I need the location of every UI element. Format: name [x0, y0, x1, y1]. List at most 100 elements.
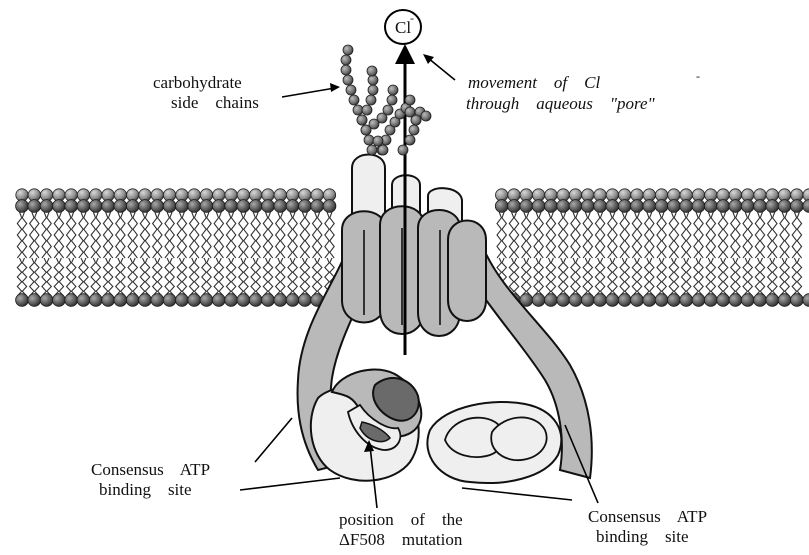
lipid-tail — [694, 258, 698, 296]
lipid-tail — [268, 212, 272, 258]
lipid-head — [778, 294, 791, 307]
lipid-tail — [239, 212, 243, 258]
lipid-tail — [768, 212, 772, 258]
lipid-head — [249, 294, 262, 307]
lipid-tail — [54, 258, 58, 296]
lipid-tail — [723, 212, 727, 258]
lipid-tail — [96, 258, 100, 296]
lipid-head — [729, 200, 742, 213]
lipid-head — [766, 200, 779, 213]
lipid-tail — [645, 212, 649, 258]
lipid-tail — [780, 258, 784, 296]
sugar-bead — [341, 65, 351, 75]
lipid-tail — [657, 258, 661, 296]
lipid-head — [274, 200, 287, 213]
lipid-tail — [780, 212, 784, 258]
ion-charge: - — [410, 11, 414, 25]
sugar-bead — [368, 85, 378, 95]
lipid-head — [16, 294, 29, 307]
lipid-tail — [657, 212, 661, 258]
lipid-tail — [785, 258, 789, 296]
lipid-tail — [694, 212, 698, 258]
lipid-head — [176, 294, 189, 307]
lipid-tail — [300, 212, 304, 258]
lipid-tail — [718, 258, 722, 296]
lipid-head — [237, 294, 250, 307]
lipid-tail — [318, 212, 322, 258]
lipid-tail — [551, 258, 555, 296]
lipid-tail — [748, 258, 752, 296]
lipid-tail — [637, 258, 641, 296]
lipid-tail — [608, 258, 612, 296]
atp-right-line-1 — [462, 488, 572, 500]
lipid-tail — [743, 258, 747, 296]
lipid-tail — [595, 258, 599, 296]
lipid-tail — [145, 258, 149, 296]
lipid-head — [557, 294, 570, 307]
lipid-tail — [699, 258, 703, 296]
sugar-bead — [367, 145, 377, 155]
lipid-tail — [153, 258, 157, 296]
lipid-tail — [755, 212, 759, 258]
sugar-bead — [367, 66, 377, 76]
lipid-head — [655, 200, 668, 213]
sugar-bead — [378, 145, 388, 155]
lipid-tail — [35, 212, 39, 258]
lipid-tail — [116, 212, 120, 258]
lipid-tail — [103, 258, 107, 296]
lipid-head — [102, 294, 115, 307]
lipid-head — [286, 294, 299, 307]
lipid-tail — [600, 258, 604, 296]
lipid-tail — [625, 212, 629, 258]
lipid-tail — [613, 212, 617, 258]
lipid-tail — [226, 258, 230, 296]
lipid-tail — [564, 212, 568, 258]
label-carbohydrate-line2: side chains — [171, 93, 259, 112]
atp-left-line-1 — [255, 418, 292, 462]
label-carbohydrate-line1: carbohydrate — [153, 73, 242, 92]
lipid-tail — [22, 212, 26, 258]
lipid-tail — [145, 212, 149, 258]
lipid-head — [139, 294, 152, 307]
lipid-head — [163, 200, 176, 213]
lipid-head — [225, 200, 238, 213]
lipid-head — [618, 294, 631, 307]
lipid-tail — [583, 258, 587, 296]
lipid-tail — [59, 258, 63, 296]
label-atp-right-line1: Consensus ATP — [588, 507, 707, 526]
lipid-tail — [47, 212, 51, 258]
lipid-head — [680, 294, 693, 307]
lipid-tail — [177, 258, 181, 296]
lipid-head — [188, 200, 201, 213]
lipid-head — [729, 294, 742, 307]
lipid-head — [89, 200, 102, 213]
lipid-tail — [190, 212, 194, 258]
lipid-head — [311, 200, 324, 213]
sugar-bead — [343, 45, 353, 55]
lipid-head — [16, 200, 29, 213]
lipid-head — [323, 200, 336, 213]
carbohydrate-pointer — [282, 88, 335, 97]
lipid-tail — [244, 258, 248, 296]
lipid-tail — [534, 212, 538, 258]
lipid-tail — [133, 212, 137, 258]
lipid-tail — [527, 258, 531, 296]
lipid-head — [618, 200, 631, 213]
lipid-tail — [699, 212, 703, 258]
lipid-tail — [760, 258, 764, 296]
lipid-tail — [645, 258, 649, 296]
lipid-tail — [305, 258, 309, 296]
lipid-tail — [281, 258, 285, 296]
lipid-tail — [116, 258, 120, 296]
lipid-tail — [514, 212, 518, 258]
lipid-head — [53, 200, 66, 213]
lipid-head — [754, 200, 767, 213]
lipid-head — [28, 294, 41, 307]
lipid-head — [606, 200, 619, 213]
lipid-tail — [281, 212, 285, 258]
label-atp-left-line2: binding site — [99, 480, 192, 499]
lipid-head — [520, 200, 533, 213]
lipid-tail — [546, 212, 550, 258]
lipid-tail — [522, 258, 526, 296]
label-pore-charge: - — [696, 69, 700, 83]
